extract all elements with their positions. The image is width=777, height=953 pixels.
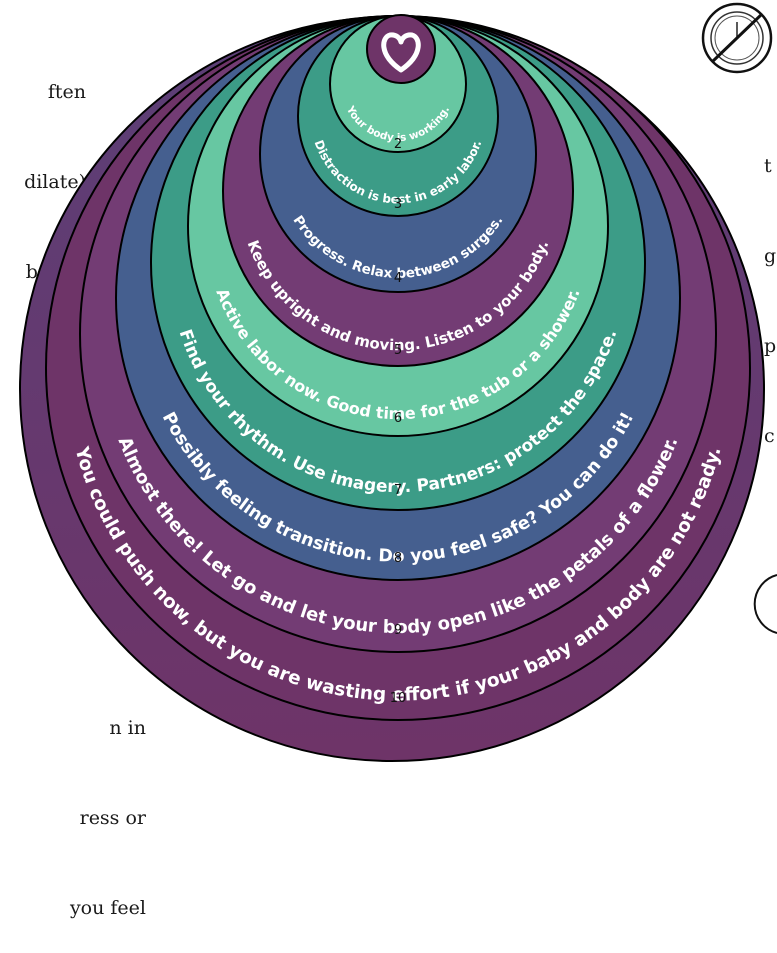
heart-icon bbox=[381, 32, 421, 73]
text-line: dilate) bbox=[24, 171, 86, 193]
partial-icon-circle bbox=[753, 574, 777, 634]
text-line: p bbox=[764, 335, 777, 357]
ring-number-7: 7 bbox=[394, 483, 402, 498]
ring-number-3: 3 bbox=[394, 197, 402, 212]
ring-number-6: 6 bbox=[394, 411, 402, 426]
ring-number-10: 10 bbox=[390, 691, 407, 706]
right-body-text: t g p c bbox=[764, 91, 776, 481]
heart-badge bbox=[366, 14, 436, 84]
text-line: n in bbox=[109, 717, 146, 739]
text-line: ress or bbox=[79, 807, 146, 829]
text-line: ften bbox=[47, 81, 86, 103]
text-line: g bbox=[764, 245, 777, 267]
ring-number-8: 8 bbox=[394, 551, 402, 566]
clock-prohibited-icon bbox=[701, 2, 773, 74]
text-line: t bbox=[764, 155, 772, 177]
ring-number-2: 2 bbox=[394, 137, 402, 152]
text-line: c bbox=[764, 425, 775, 447]
ring-number-9: 9 bbox=[394, 623, 402, 638]
text-line: you feel bbox=[69, 897, 146, 919]
ring-number-4: 4 bbox=[394, 271, 402, 286]
ring-number-5: 5 bbox=[394, 343, 402, 358]
